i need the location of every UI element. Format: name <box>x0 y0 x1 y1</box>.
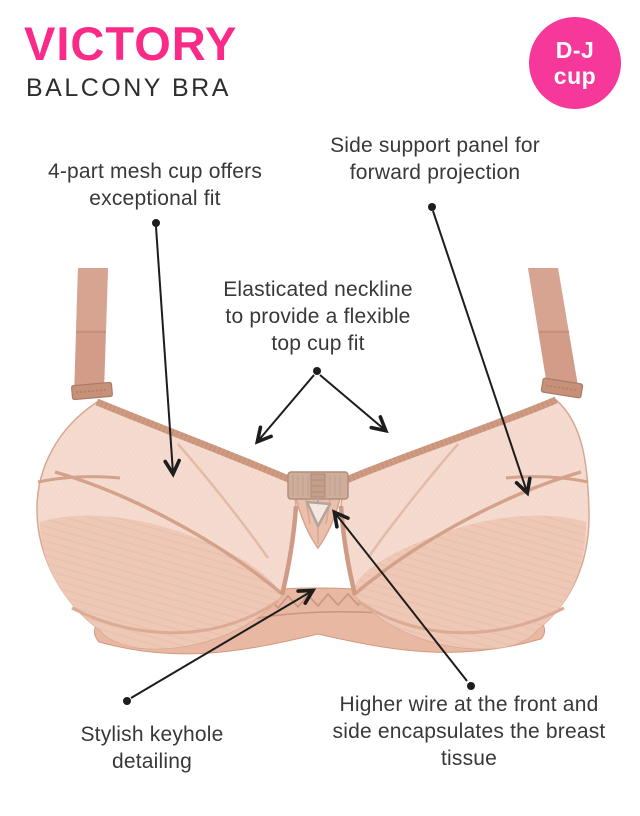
badge-cup-range: D-J <box>555 36 595 63</box>
brand-title: VICTORY <box>24 17 238 70</box>
cup-range-badge: D-J cup <box>529 17 621 109</box>
left-cup <box>36 398 297 650</box>
right-side-panel-seam <box>505 475 589 484</box>
annotation-lines <box>123 203 532 705</box>
callout-neckline <box>254 367 389 445</box>
callout-higher-wire <box>332 509 475 690</box>
right-underwire-channel <box>357 599 565 635</box>
left-cup-inner-seam <box>177 443 270 559</box>
left-underwire-channel <box>71 599 279 635</box>
right-cup-inner-seam <box>366 443 459 559</box>
right-cup <box>340 396 590 650</box>
charm <box>305 498 332 528</box>
center-gore <box>279 471 358 596</box>
badge-cup-unit: cup <box>553 63 597 89</box>
annotation-side-support: Side support panel for forward projectio… <box>330 134 540 184</box>
annotation-higher-wire: Higher wire at the front and side encaps… <box>332 693 606 770</box>
keyhole-left-edge <box>279 505 299 596</box>
left-strap-slider <box>71 381 113 401</box>
product-subtitle: BALCONY BRA <box>26 74 231 102</box>
right-strap-slider <box>540 377 584 399</box>
annotation-mesh-cup: 4-part mesh cup offers exceptional fit <box>47 160 263 210</box>
left-strap <box>74 268 108 396</box>
center-bow <box>287 471 349 500</box>
callout-side-support <box>428 203 532 497</box>
left-cup-seam <box>54 470 283 595</box>
right-strap <box>528 268 578 392</box>
callout-mesh-cup <box>152 219 181 478</box>
callout-keyhole <box>123 588 317 705</box>
annotation-keyhole: Stylish keyhole detailing <box>80 723 224 773</box>
left-neckline-trim <box>95 398 295 485</box>
left-side-panel-seam <box>37 475 121 484</box>
annotation-neckline: Elasticated neckline to provide a flexib… <box>223 278 413 355</box>
